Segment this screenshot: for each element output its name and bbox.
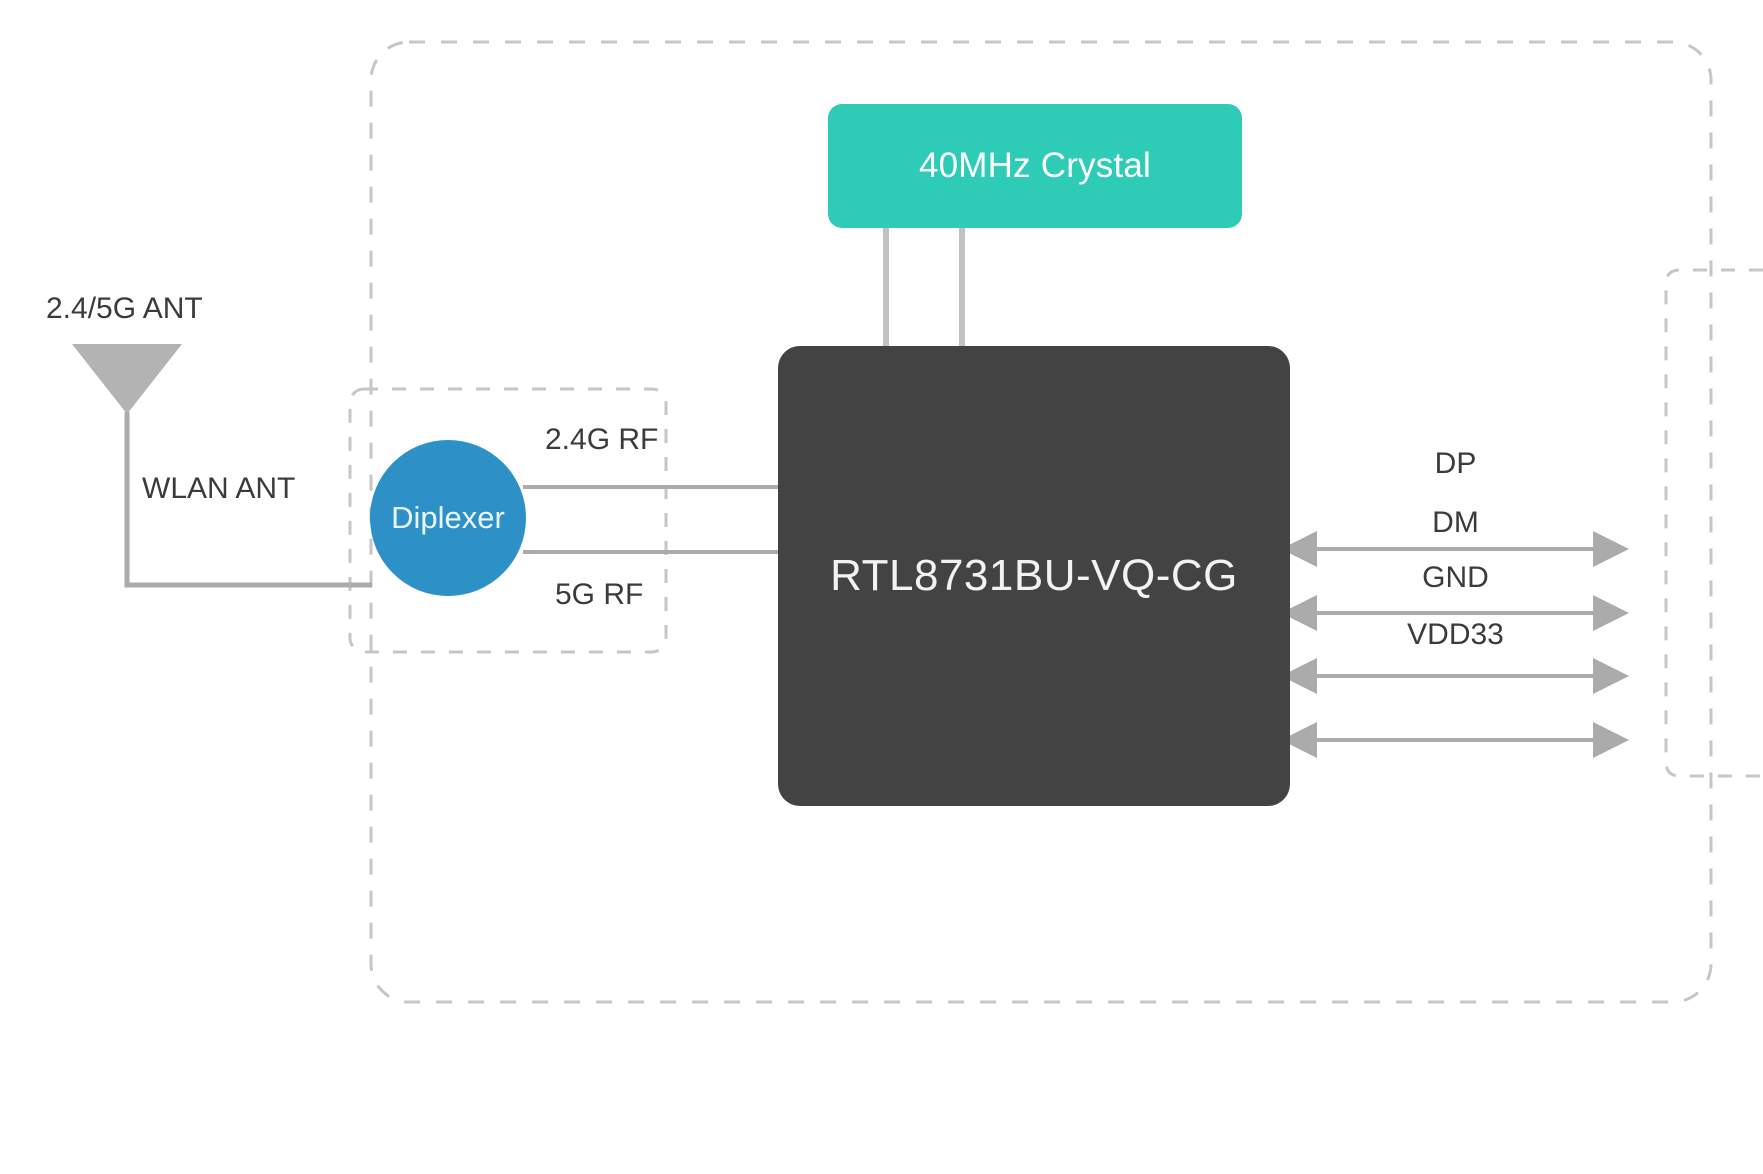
diplexer-node[interactable]: Diplexer <box>370 440 526 596</box>
io-signal-label-gnd: GND <box>1422 561 1489 594</box>
diplexer-boundary-dashed-box <box>348 387 668 654</box>
antenna-feed-wire <box>124 412 372 588</box>
host-connector-dashed-box <box>1664 268 1763 778</box>
io-signal-label-vdd33: VDD33 <box>1407 618 1504 651</box>
antenna-triangle-icon <box>72 344 182 414</box>
rf-link-label-5g: 5G RF <box>555 578 644 611</box>
io-signal-label-dm: DM <box>1432 506 1479 539</box>
rf-link-label-24g: 2.4G RF <box>545 423 659 456</box>
wlan-ant-wire-label: WLAN ANT <box>142 472 296 505</box>
crystal-block-label: 40MHz Crystal <box>918 146 1152 185</box>
diplexer-node-label: Diplexer <box>391 500 505 535</box>
io-signal-label-dp: DP <box>1434 447 1477 480</box>
antenna-top-label: 2.4/5G ANT <box>46 292 203 325</box>
chip-block-label: RTL8731BU-VQ-CG <box>830 551 1238 600</box>
crystal-block[interactable]: 40MHz Crystal <box>828 104 1242 228</box>
chip-block[interactable]: RTL8731BU-VQ-CG <box>778 346 1290 806</box>
